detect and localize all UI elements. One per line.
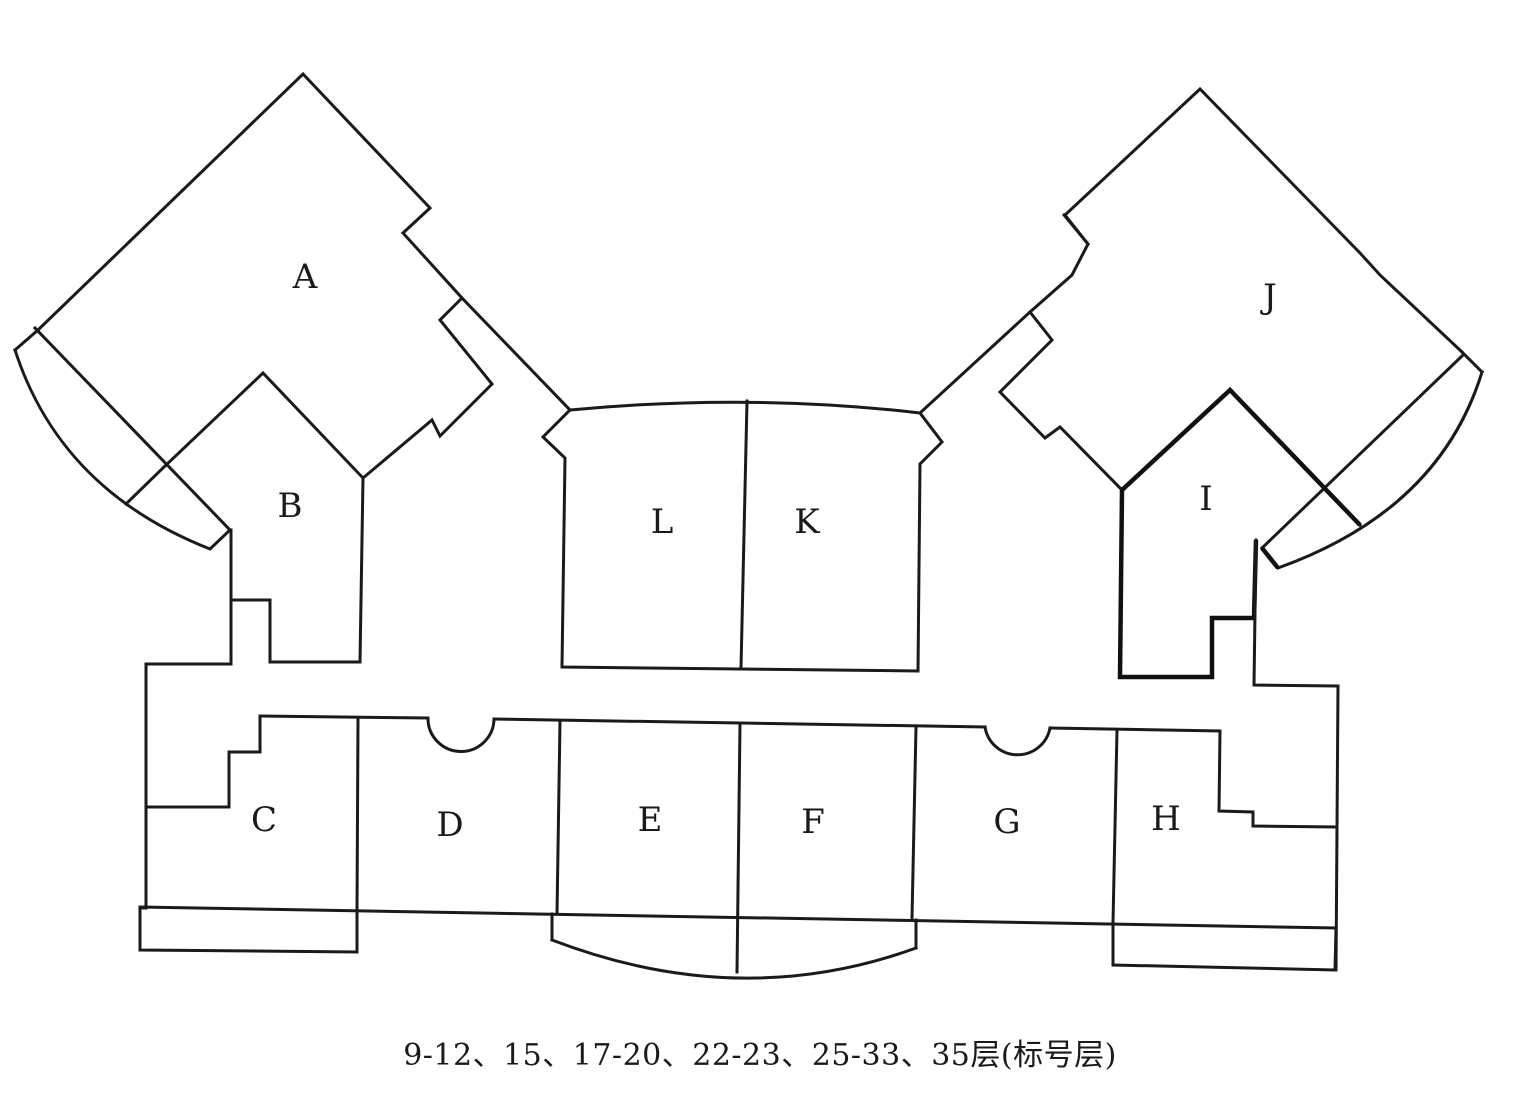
unit-lk-outline — [540, 309, 1033, 673]
unit-label-l: L — [651, 502, 674, 542]
unit-label-c: C — [251, 800, 277, 840]
unit-j-outline — [997, 86, 1485, 570]
right-core-outline — [1252, 538, 1340, 972]
floor-caption: 9-12、15、17-20、22-23、25-33、35层(标号层) — [403, 1038, 1117, 1073]
lower-bar-outline — [138, 662, 1338, 980]
unit-label-i: I — [1199, 479, 1212, 519]
unit-label-g: G — [993, 802, 1020, 842]
unit-label-j: J — [1260, 277, 1277, 317]
unit-label-b: B — [278, 486, 303, 526]
unit-label-h: H — [1151, 799, 1181, 839]
unit-i-outline — [1117, 386, 1362, 680]
unit-label-d: D — [436, 805, 463, 845]
unit-label-e: E — [638, 800, 663, 840]
unit-a-outline — [12, 71, 573, 551]
unit-label-f: F — [801, 802, 825, 842]
unit-label-k: K — [794, 502, 820, 542]
unit-b-outline — [144, 476, 365, 910]
unit-labels: A B C D E F G H I J K L — [251, 257, 1277, 845]
unit-label-a: A — [292, 257, 318, 297]
